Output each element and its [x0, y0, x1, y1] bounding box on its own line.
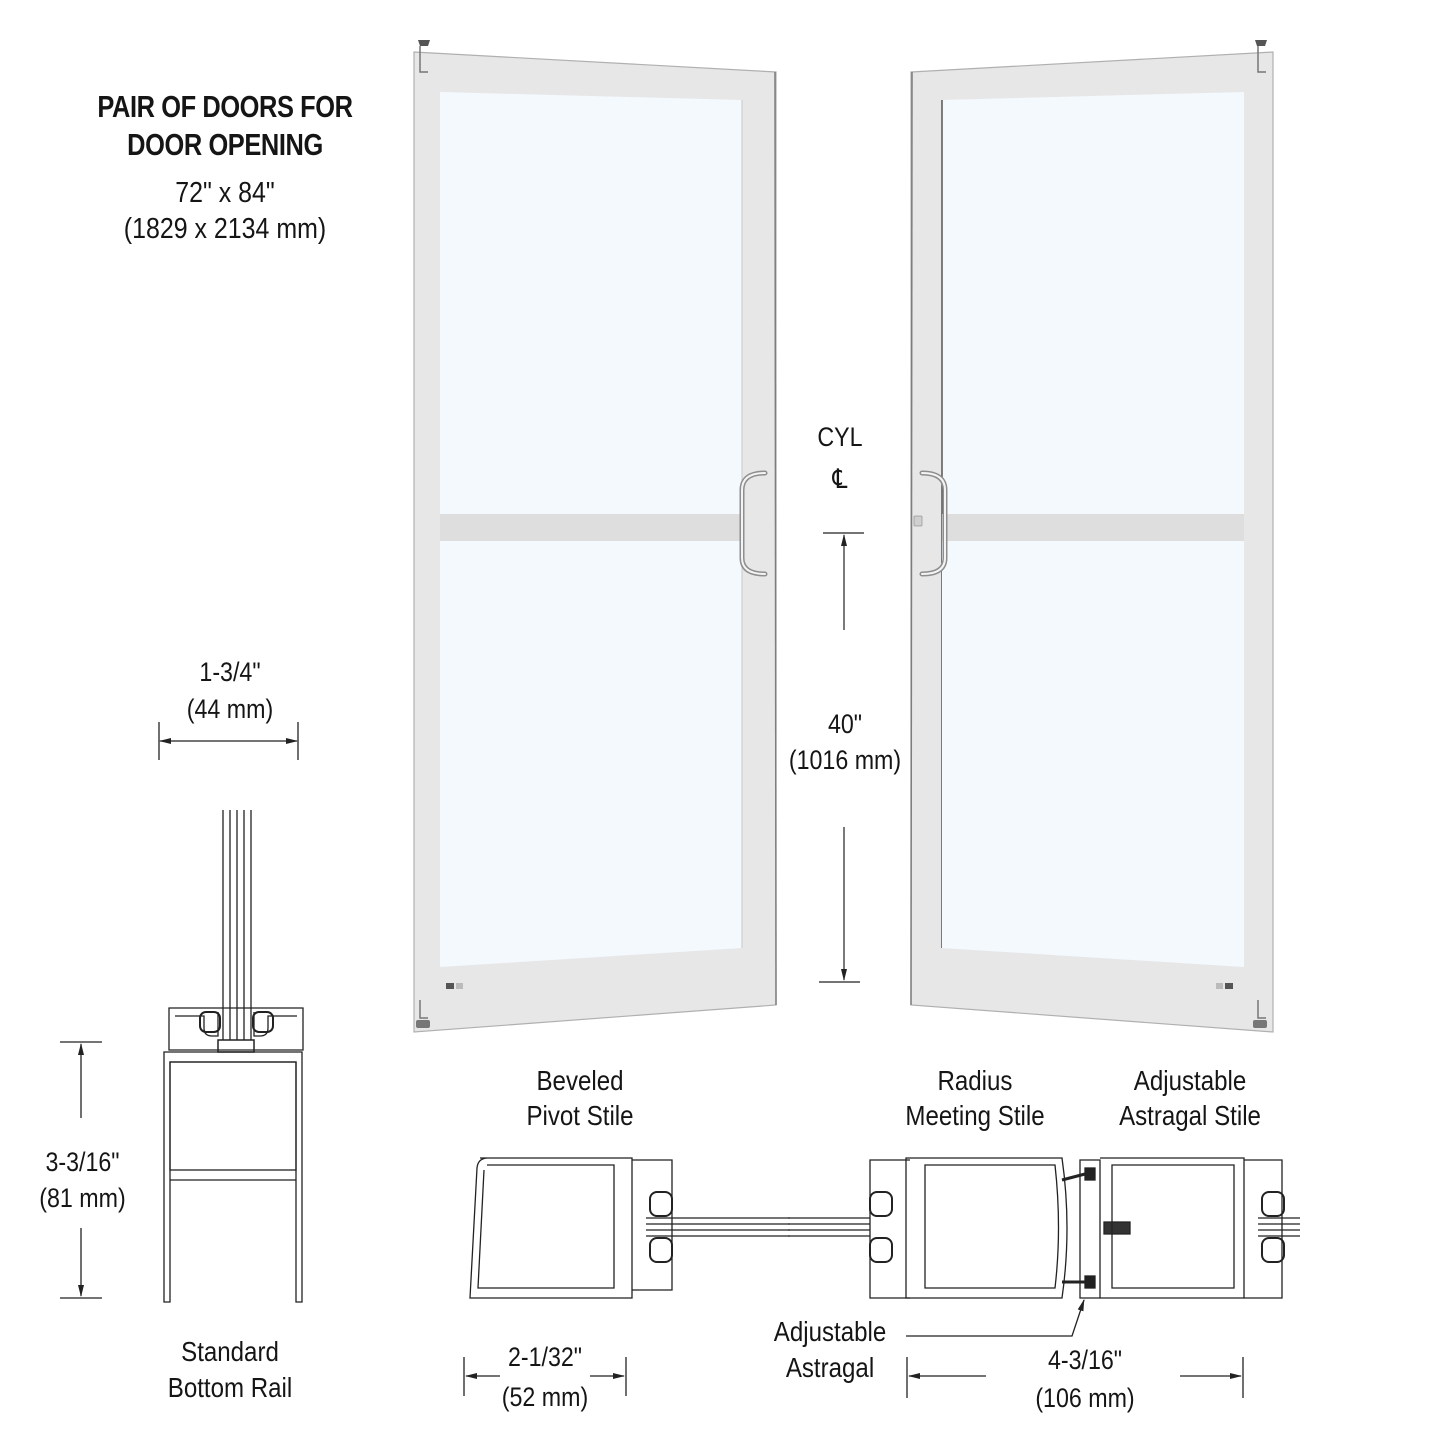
astragal-callout-line1: Adjustable	[773, 1316, 887, 1347]
cyl-height-imperial: 40"	[827, 709, 863, 739]
right-door	[910, 40, 1274, 1033]
glass-width-imperial: 1-3/4"	[199, 657, 261, 687]
diagram-title-line2: DOOR OPENING	[127, 127, 323, 162]
pivot-stile-caption-line2: Pivot Stile	[526, 1100, 634, 1131]
pivot-stile-width-metric: (52 mm)	[501, 1382, 589, 1412]
glass-width-metric: (44 mm)	[186, 694, 274, 724]
pivot-stile-width-imperial: 2-1/32"	[507, 1342, 583, 1372]
meeting-astragal-section	[788, 1157, 1300, 1398]
bottom-rail-section	[60, 722, 304, 1303]
cyl-height-dimension	[819, 532, 864, 983]
centerline-icon: ℄	[832, 464, 848, 494]
meeting-width-metric: (106 mm)	[1035, 1383, 1135, 1413]
astragal-stile-caption-line2: Astragal Stile	[1119, 1100, 1261, 1131]
cyl-height-metric: (1016 mm)	[788, 745, 902, 775]
astragal-stile-caption-line1: Adjustable	[1133, 1065, 1247, 1096]
opening-size-imperial: 72" x 84"	[175, 177, 275, 209]
rail-height-imperial: 3-3/16"	[45, 1147, 120, 1177]
left-door	[413, 40, 777, 1033]
meeting-width-imperial: 4-3/16"	[1047, 1345, 1123, 1375]
cyl-label: CYL	[817, 422, 863, 452]
pivot-stile-caption-line1: Beveled	[536, 1065, 624, 1096]
cylinder-lock-icon	[913, 515, 923, 527]
pivot-stile-section	[463, 1157, 790, 1396]
bottom-rail-caption-line2: Bottom Rail	[167, 1372, 293, 1403]
opening-size-metric: (1829 x 2134 mm)	[123, 213, 327, 245]
bottom-rail-caption-line1: Standard	[181, 1336, 279, 1367]
meeting-stile-caption-line1: Radius	[937, 1065, 1013, 1096]
astragal-callout-line2: Astragal	[785, 1352, 875, 1383]
rail-height-metric: (81 mm)	[39, 1183, 126, 1213]
diagram-title-line1: PAIR OF DOORS FOR	[97, 89, 353, 124]
meeting-stile-caption-line2: Meeting Stile	[905, 1100, 1045, 1131]
